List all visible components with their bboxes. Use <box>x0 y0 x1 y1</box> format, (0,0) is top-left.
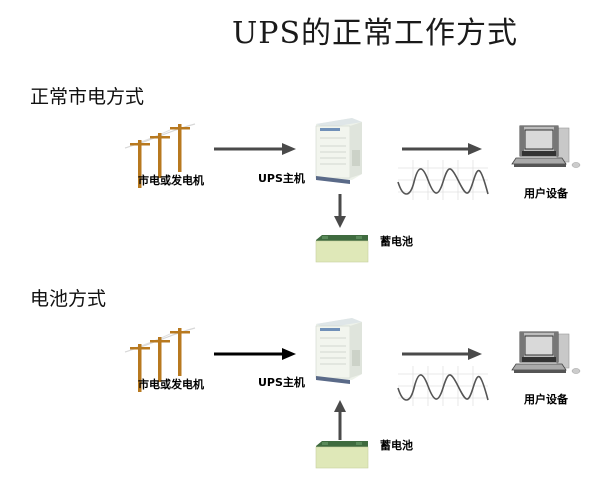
battery-label: 蓄电池 <box>380 235 413 248</box>
arrow-up-icon <box>334 400 346 440</box>
ups-tower-icon <box>315 318 362 384</box>
power-pole-icon <box>124 327 196 392</box>
sine-wave-icon <box>397 160 489 200</box>
page-title: UPS的正常工作方式 <box>232 16 519 51</box>
source-label: 市电或发电机 <box>138 174 204 187</box>
load-label: 用户设备 <box>524 393 568 406</box>
power-pole-icon <box>124 123 196 188</box>
ups-label: UPS主机 <box>258 172 305 185</box>
computer-icon <box>511 125 581 168</box>
source-label: 市电或发电机 <box>138 378 204 391</box>
computer-icon <box>511 331 581 374</box>
load-label: 用户设备 <box>524 187 568 200</box>
ups-label: UPS主机 <box>258 376 305 389</box>
arrow-right-icon <box>214 143 296 155</box>
ups-tower-icon <box>315 118 362 184</box>
battery-icon <box>315 441 369 469</box>
sine-wave-icon <box>397 366 489 406</box>
section-heading-battery: 电池方式 <box>30 288 107 310</box>
battery-label: 蓄电池 <box>380 439 413 452</box>
arrow-right-icon <box>214 348 296 360</box>
section-heading-normal: 正常市电方式 <box>30 86 145 108</box>
arrow-right-icon <box>402 143 482 155</box>
battery-icon <box>315 235 369 263</box>
arrow-right-icon <box>402 348 482 360</box>
arrow-down-icon <box>334 194 346 228</box>
